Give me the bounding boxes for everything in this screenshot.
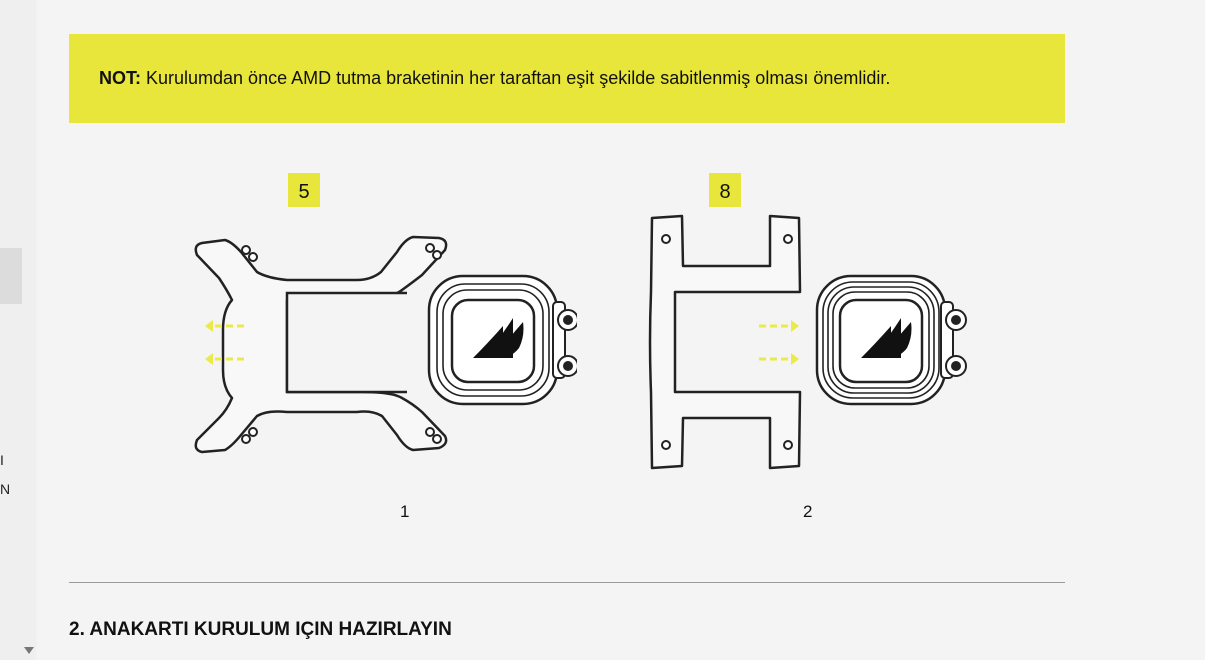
note-callout: NOT: Kurulumdan önce AMD tutma braketini… [69,34,1065,123]
nav-text-fragment[interactable]: N [0,481,11,497]
bracket-inner-outline [285,291,407,394]
nav-highlight[interactable] [0,248,22,304]
figure-caption: 2 [803,502,813,521]
section-heading: 2. ANAKARTI KURULUM IÇIN HAZIRLAYIN [69,619,452,640]
step-badge-background [709,173,741,207]
corsair-logo-icon [861,318,912,358]
bracket-diagram-1: 5 [194,173,577,454]
pump-head [815,274,967,406]
amd-bracket-shape [194,235,448,454]
step-badge-5: 5 [288,173,320,207]
scroll-down-arrow-icon[interactable] [24,647,34,654]
step-number: 8 [719,181,730,203]
step-badge-background [288,173,320,207]
note-text: NOT: Kurulumdan önce AMD tutma braketini… [99,68,890,89]
step-number: 5 [298,181,309,203]
step-badge-8: 8 [709,173,741,207]
bracket-holes [241,243,442,444]
pump-head [427,274,577,406]
note-body: Kurulumdan önce AMD tutma braketinin her… [141,68,891,88]
main-content: NOT: Kurulumdan önce AMD tutma braketini… [37,0,1205,660]
amd-bracket-shape [648,214,802,470]
nav-text-fragment[interactable]: I [0,452,4,468]
section-divider [69,582,1065,583]
bracket-inner-opening [287,293,402,392]
corsair-logo-icon [473,318,524,358]
note-label: NOT: [99,68,141,88]
inward-arrows [759,320,799,365]
figure-2: 8 [637,160,997,521]
bracket-diagram-2: 8 [648,173,967,470]
figure-1: 5 [157,160,577,521]
outward-arrows [205,320,247,365]
left-navigation-rail: I N [0,0,36,660]
figure-caption: 1 [400,502,410,521]
bracket-holes [661,234,793,450]
